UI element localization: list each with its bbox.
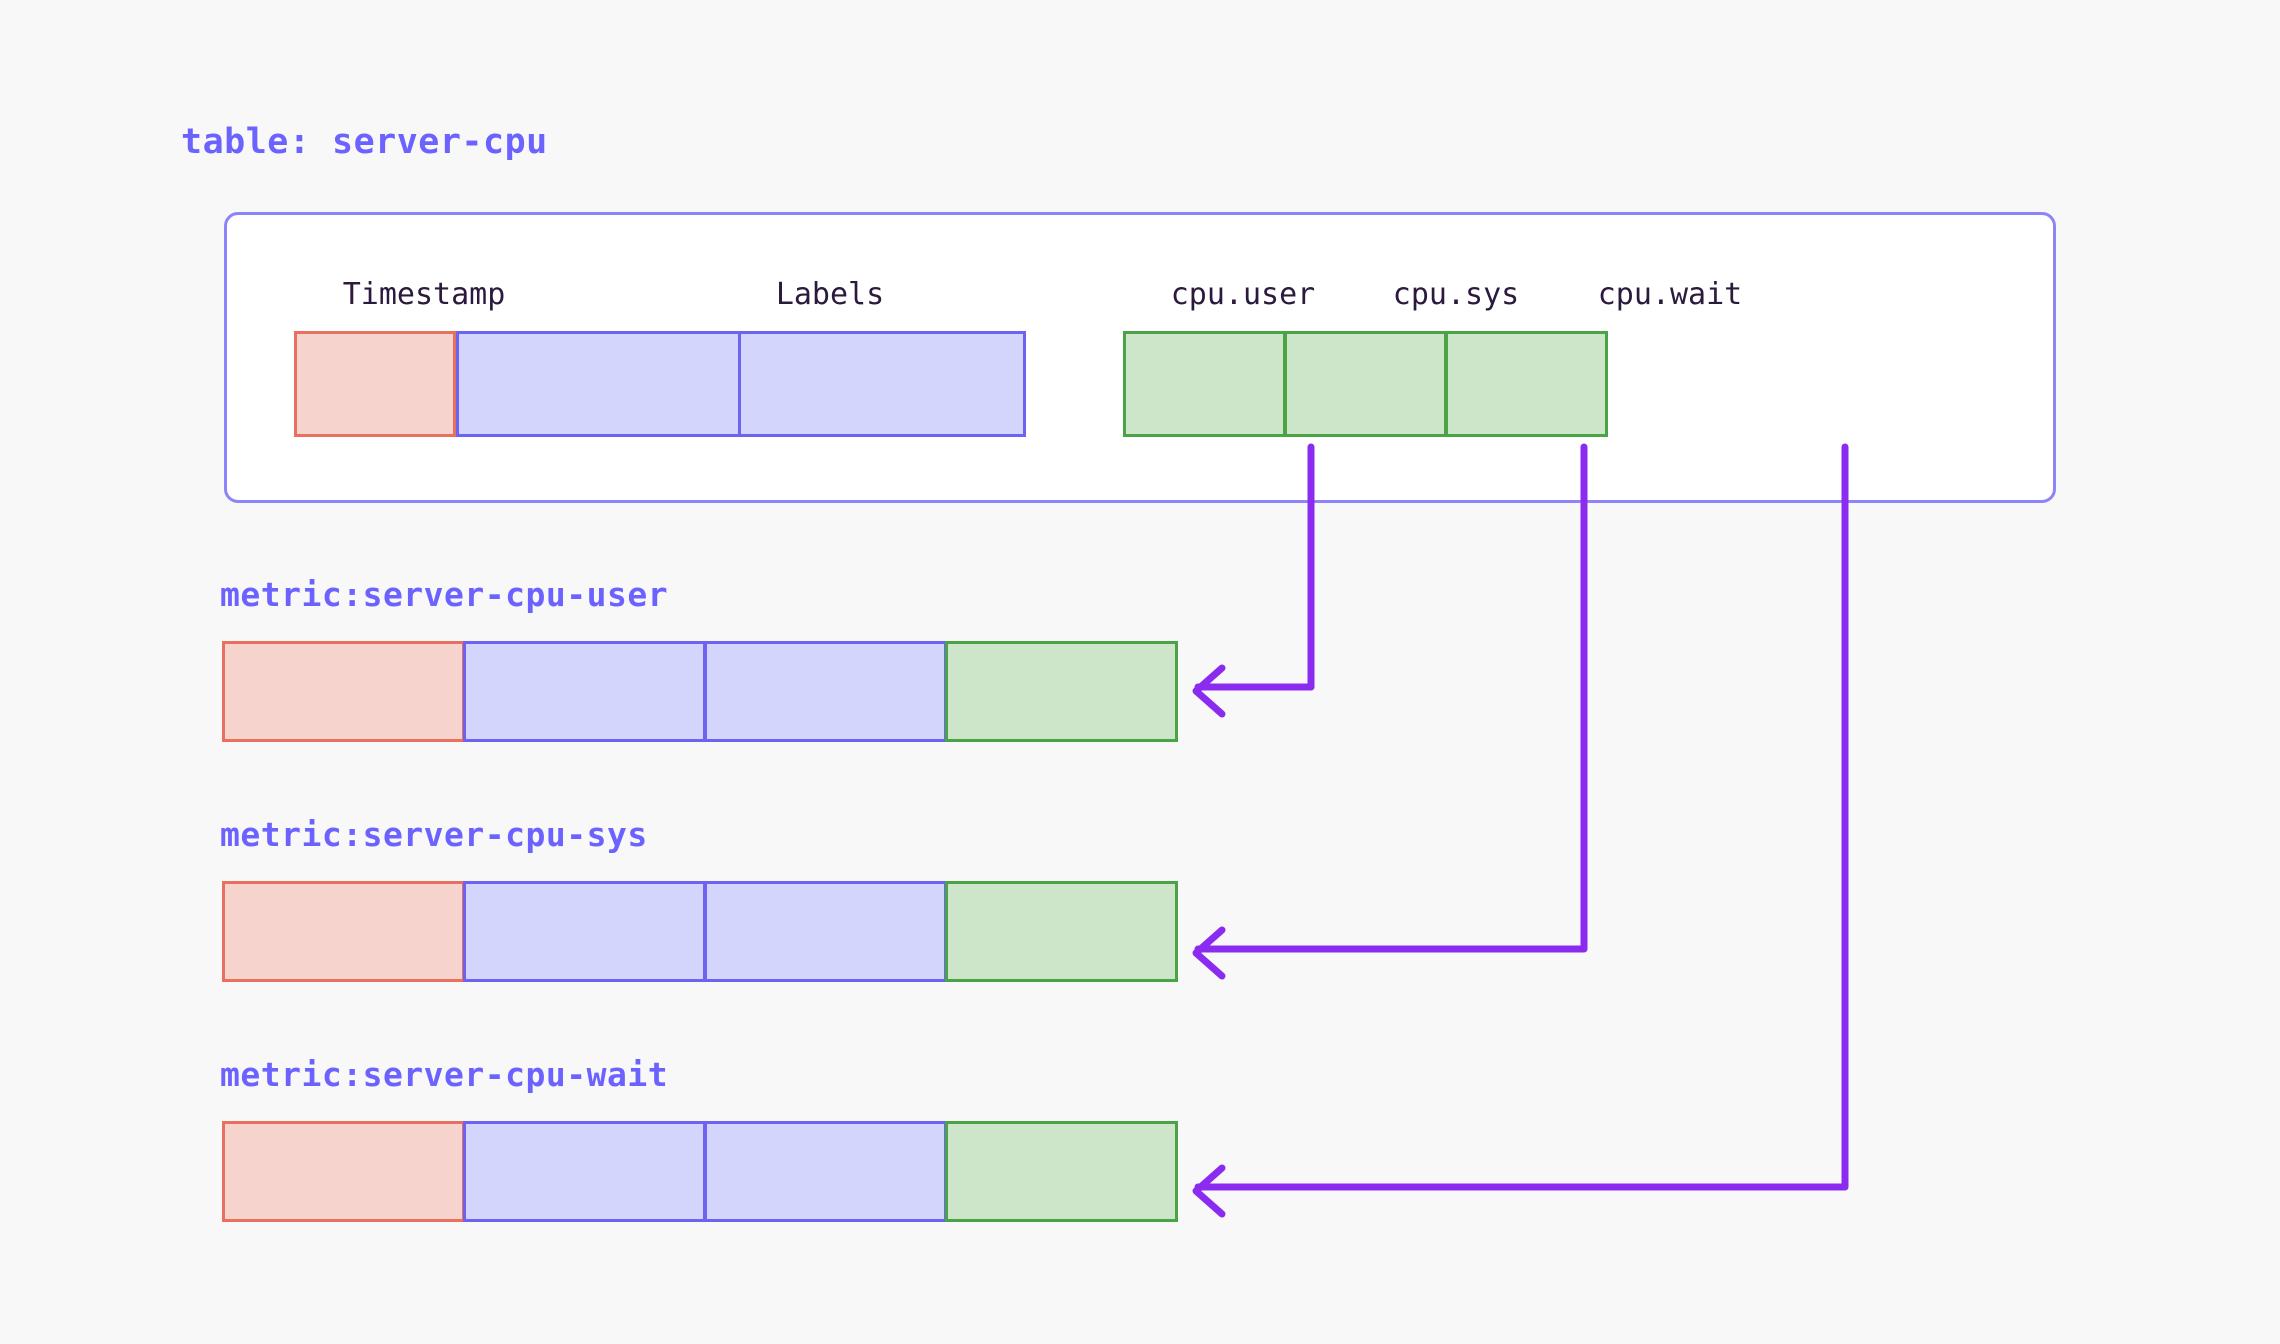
column-header-cpu-sys: cpu.sys <box>1392 277 1520 312</box>
metric-wait-cell-timestamp[interactable] <box>222 1121 465 1222</box>
metric-wait-cell-value[interactable] <box>945 1121 1178 1222</box>
arrow-cpu-sys-head-icon <box>1192 926 1226 980</box>
metric-title-server-cpu-user: metric:server-cpu-user <box>220 575 669 614</box>
column-header-cpu-wait: cpu.wait <box>1597 277 1743 312</box>
table-cell-cpu-wait[interactable] <box>1445 331 1608 437</box>
table-cell-labels-2[interactable] <box>738 331 1026 437</box>
metric-title-server-cpu-sys: metric:server-cpu-sys <box>220 815 648 854</box>
metric-sys-cell-labels-2[interactable] <box>704 881 947 982</box>
arrow-cpu-user-head-icon <box>1192 664 1226 718</box>
metric-title-server-cpu-wait: metric:server-cpu-wait <box>220 1055 669 1094</box>
table-cell-timestamp[interactable] <box>294 331 456 437</box>
table-cell-labels-1[interactable] <box>456 331 741 437</box>
table-cell-cpu-user[interactable] <box>1123 331 1286 437</box>
metric-user-cell-labels-2[interactable] <box>704 641 947 742</box>
metric-user-cell-labels-1[interactable] <box>463 641 706 742</box>
arrow-cpu-sys-to-metric <box>1194 443 1588 953</box>
arrow-cpu-wait-to-metric <box>1194 443 1849 1191</box>
metric-sys-cell-value[interactable] <box>945 881 1178 982</box>
metric-user-cell-timestamp[interactable] <box>222 641 465 742</box>
column-header-timestamp: Timestamp <box>342 277 506 312</box>
metric-sys-cell-labels-1[interactable] <box>463 881 706 982</box>
column-header-cpu-user: cpu.user <box>1170 277 1316 312</box>
table-cell-cpu-sys[interactable] <box>1284 331 1447 437</box>
metric-wait-cell-labels-1[interactable] <box>463 1121 706 1222</box>
table-title: table: server-cpu <box>181 122 548 162</box>
column-header-labels: Labels <box>775 277 885 312</box>
metric-user-cell-value[interactable] <box>945 641 1178 742</box>
arrow-cpu-wait-head-icon <box>1192 1164 1226 1218</box>
metric-wait-cell-labels-2[interactable] <box>704 1121 947 1222</box>
metric-sys-cell-timestamp[interactable] <box>222 881 465 982</box>
